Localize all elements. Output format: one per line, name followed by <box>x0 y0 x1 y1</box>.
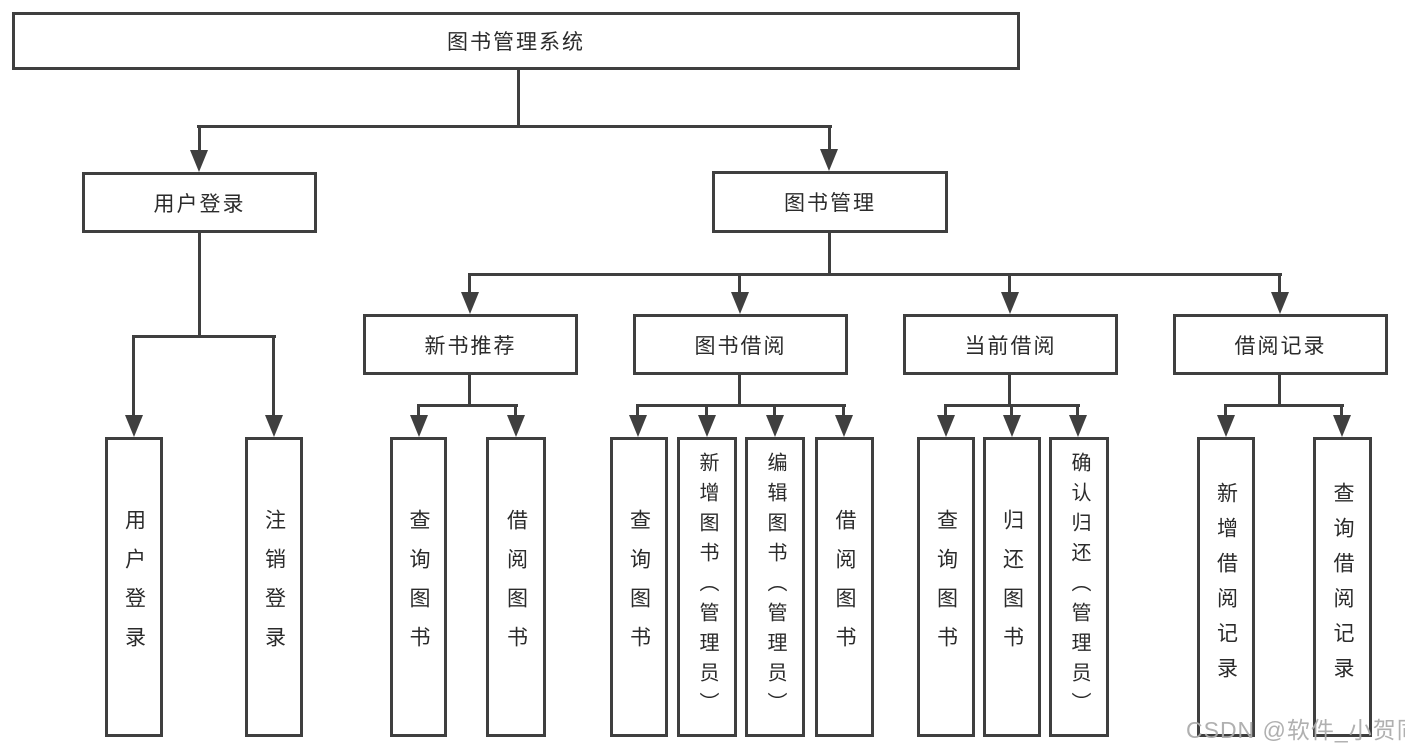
arrow-down-icon <box>937 415 955 437</box>
leaf-bb-add-books-admin: 新增图书（管理员） <box>677 437 737 737</box>
connector-drop-borrow-records-line <box>1278 273 1281 294</box>
leaf-cb-confirm-return-admin: 确认归还（管理员） <box>1049 437 1109 737</box>
leaf-bb-add-books-admin-label: 新增图书（管理员） <box>696 452 718 722</box>
arrow-down-icon <box>820 149 838 171</box>
connector-drop-line <box>417 404 420 416</box>
connector-book-borrow-stem-line <box>738 375 741 406</box>
connector-book-borrow-rail-line <box>636 404 846 407</box>
leaf-cb-return-books-label: 归还图书 <box>1000 509 1024 665</box>
node-new-book-recommend: 新书推荐 <box>363 314 578 375</box>
node-book-borrow-label: 图书借阅 <box>694 334 787 358</box>
csdn-watermark: CSDN @软件_小贺同学 <box>1186 717 1405 743</box>
leaf-user-login: 用户登录 <box>105 437 163 737</box>
leaf-nbr-query-books: 查询图书 <box>390 437 447 737</box>
node-current-borrow: 当前借阅 <box>903 314 1118 375</box>
connector-drop-line <box>1010 404 1013 416</box>
node-book-borrow: 图书借阅 <box>633 314 848 375</box>
leaf-cb-query-books: 查询图书 <box>917 437 975 737</box>
node-user-login-label: 用户登录 <box>153 192 246 216</box>
arrow-down-icon <box>507 415 525 437</box>
connector-borrow-records-rail-line <box>1224 404 1344 407</box>
leaf-bb-query-books-label: 查询图书 <box>627 509 651 665</box>
connector-user-login-stem-line <box>198 233 201 337</box>
node-book-management: 图书管理 <box>712 171 948 233</box>
connector-drop-line <box>773 404 776 416</box>
arrow-down-icon <box>629 415 647 437</box>
node-current-borrow-label: 当前借阅 <box>964 334 1057 358</box>
node-book-management-label: 图书管理 <box>784 192 876 215</box>
arrow-down-icon <box>125 415 143 437</box>
leaf-bb-borrow-books: 借阅图书 <box>815 437 874 737</box>
arrow-down-icon <box>731 292 749 314</box>
connector-drop-book-borrow-line <box>738 273 741 294</box>
connector-user-login-rail-line <box>132 335 276 338</box>
connector-root-stem-line <box>517 70 520 128</box>
leaf-user-login-label: 用户登录 <box>122 509 146 665</box>
connector-borrow-records-stem-line <box>1278 375 1281 406</box>
node-root-label: 图书管理系统 <box>447 31 585 54</box>
arrow-down-icon <box>1069 415 1087 437</box>
leaf-br-add-record-label: 新增借阅记录 <box>1214 482 1238 692</box>
leaf-cb-return-books: 归还图书 <box>983 437 1041 737</box>
leaf-nbr-borrow-books: 借阅图书 <box>486 437 546 737</box>
leaf-nbr-borrow-books-label: 借阅图书 <box>504 509 528 665</box>
leaf-cb-query-books-label: 查询图书 <box>934 509 958 665</box>
arrow-down-icon <box>461 292 479 314</box>
connector-book-management-rail-line <box>468 273 1282 276</box>
leaf-br-add-record: 新增借阅记录 <box>1197 437 1255 737</box>
connector-drop-new-book-recommend-line <box>468 273 471 294</box>
connector-drop-line <box>944 404 947 416</box>
node-new-book-recommend-label: 新书推荐 <box>424 334 517 358</box>
connector-drop-line <box>1224 404 1227 416</box>
connector-drop-line <box>705 404 708 416</box>
arrow-down-icon <box>1333 415 1351 437</box>
arrow-down-icon <box>1217 415 1235 437</box>
leaf-logout: 注销登录 <box>245 437 303 737</box>
connector-new-book-recommend-stem-line <box>468 375 471 406</box>
node-user-login: 用户登录 <box>82 172 317 233</box>
leaf-cb-confirm-return-admin-label: 确认归还（管理员） <box>1068 452 1090 722</box>
arrow-down-icon <box>698 415 716 437</box>
connector-drop-book-management-line <box>828 125 831 153</box>
leaf-bb-query-books: 查询图书 <box>610 437 668 737</box>
connector-drop-line <box>1076 404 1079 416</box>
connector-drop-current-borrow-line <box>1008 273 1011 294</box>
connector-new-book-recommend-rail-line <box>417 404 518 407</box>
connector-drop-line <box>1340 404 1343 416</box>
arrow-down-icon <box>1001 292 1019 314</box>
leaf-bb-edit-books-admin-label: 编辑图书（管理员） <box>764 452 786 722</box>
connector-drop-leaf-logout-line <box>272 335 275 417</box>
arrow-down-icon <box>1271 292 1289 314</box>
leaf-br-query-record: 查询借阅记录 <box>1313 437 1372 737</box>
arrow-down-icon <box>190 150 208 172</box>
connector-book-management-stem-line <box>828 233 831 275</box>
leaf-br-query-record-label: 查询借阅记录 <box>1331 482 1354 692</box>
node-borrow-records: 借阅记录 <box>1173 314 1388 375</box>
arrow-down-icon <box>410 415 428 437</box>
connector-drop-user-login-line <box>198 125 201 153</box>
connector-current-borrow-stem-line <box>1008 375 1011 406</box>
leaf-logout-label: 注销登录 <box>262 509 286 665</box>
leaf-bb-borrow-books-label: 借阅图书 <box>833 509 856 665</box>
node-root: 图书管理系统 <box>12 12 1020 70</box>
leaf-nbr-query-books-label: 查询图书 <box>407 509 430 665</box>
connector-drop-line <box>514 404 517 416</box>
arrow-down-icon <box>766 415 784 437</box>
leaf-bb-edit-books-admin: 编辑图书（管理员） <box>745 437 805 737</box>
connector-drop-line <box>842 404 845 416</box>
arrow-down-icon <box>1003 415 1021 437</box>
connector-drop-leaf-user-login-line <box>132 335 135 417</box>
connector-root-rail-line <box>197 125 832 128</box>
arrow-down-icon <box>265 415 283 437</box>
arrow-down-icon <box>835 415 853 437</box>
node-borrow-records-label: 借阅记录 <box>1234 334 1327 358</box>
connector-drop-line <box>636 404 639 416</box>
